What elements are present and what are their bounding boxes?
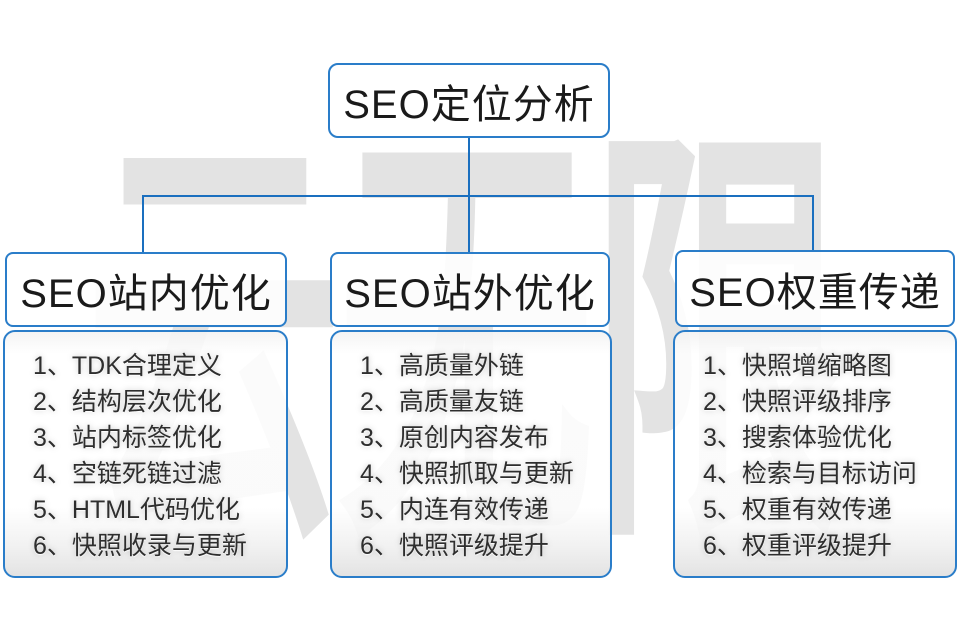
list-item: 4、检索与目标访问 [703,460,917,488]
list-item: 4、空链死链过滤 [33,460,222,488]
connector-horizontal-bus [142,195,814,197]
list-item: 6、权重评级提升 [703,532,892,560]
connector-drop-right [812,195,814,251]
branch-panel-offsite: 1、高质量外链 2、高质量友链 3、原创内容发布 4、快照抓取与更新 5、内连有… [330,330,612,578]
list-item: 5、权重有效传递 [703,496,892,524]
connector-drop-left [142,195,144,253]
list-item: 2、高质量友链 [360,388,524,416]
branch-node-onsite: SEO站内优化 [5,252,287,327]
list-item: 4、快照抓取与更新 [360,460,574,488]
branch-node-title: SEO站外优化 [344,271,596,316]
branch-node-offsite: SEO站外优化 [330,252,610,327]
root-node: SEO定位分析 [328,63,610,138]
list-item: 3、站内标签优化 [33,424,222,452]
connector-root-stem [468,138,470,196]
list-item: 1、快照增缩略图 [703,352,892,380]
list-item: 6、快照收录与更新 [33,532,247,560]
list-item: 3、原创内容发布 [360,424,549,452]
branch-node-weight: SEO权重传递 [675,250,955,327]
list-item: 1、TDK合理定义 [33,352,222,380]
list-item: 3、搜索体验优化 [703,424,892,452]
branch-item-list: 1、TDK合理定义 2、结构层次优化 3、站内标签优化 4、空链死链过滤 5、H… [33,348,276,564]
list-item: 2、结构层次优化 [33,388,222,416]
list-item: 1、高质量外链 [360,352,524,380]
list-item: 2、快照评级排序 [703,388,892,416]
branch-item-list: 1、高质量外链 2、高质量友链 3、原创内容发布 4、快照抓取与更新 5、内连有… [360,348,600,564]
branch-node-title: SEO站内优化 [20,271,272,316]
branch-node-title: SEO权重传递 [689,270,941,315]
branch-panel-weight: 1、快照增缩略图 2、快照评级排序 3、搜索体验优化 4、检索与目标访问 5、权… [673,330,957,578]
connector-drop-middle [468,195,470,253]
list-item: 6、快照评级提升 [360,532,549,560]
branch-panel-onsite: 1、TDK合理定义 2、结构层次优化 3、站内标签优化 4、空链死链过滤 5、H… [3,330,288,578]
root-node-title: SEO定位分析 [343,82,595,127]
branch-item-list: 1、快照增缩略图 2、快照评级排序 3、搜索体验优化 4、检索与目标访问 5、权… [703,348,945,564]
list-item: 5、HTML代码优化 [33,496,240,524]
list-item: 5、内连有效传递 [360,496,549,524]
